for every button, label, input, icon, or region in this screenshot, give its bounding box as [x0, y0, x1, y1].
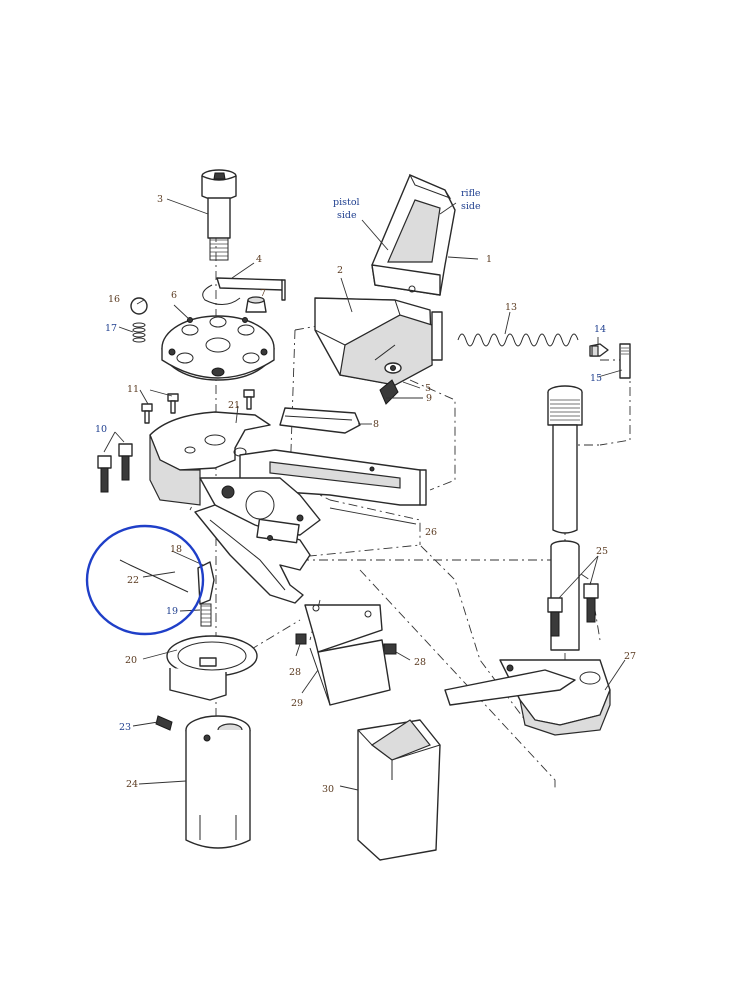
label-1: 1 [486, 254, 492, 265]
part-14-pin [589, 343, 609, 357]
part-5-set-screw [384, 362, 402, 374]
annotation-pistol-side: side [337, 210, 357, 221]
part-7-cap [245, 296, 267, 313]
label-8: 8 [373, 419, 379, 430]
label-25: 25 [596, 546, 608, 557]
part-3-shoulder-bolt [201, 169, 237, 261]
label-28-left: 28 [289, 667, 301, 678]
label-15: 15 [590, 373, 602, 384]
label-17: 17 [105, 323, 117, 334]
part-13-spring [457, 333, 579, 347]
part-24-bushing [185, 715, 251, 849]
part-22-spring-rod [119, 559, 189, 593]
leader-lines [103, 198, 626, 791]
part-2-slide-block [314, 297, 443, 386]
label-29: 29 [291, 698, 303, 709]
part-10-cap-screws [97, 443, 133, 493]
label-5: 5 [425, 383, 431, 394]
part-19-spring [200, 603, 212, 627]
label-23: 23 [119, 722, 131, 733]
part-labels: 1 2 3 4 5 6 7 8 9 10 11 13 14 15 16 17 1… [95, 188, 636, 795]
part-6-shell-plate [161, 315, 275, 381]
label-30: 30 [322, 784, 334, 795]
label-10: 10 [95, 424, 107, 435]
part-4-hex-key [202, 277, 286, 305]
label-27: 27 [624, 651, 636, 662]
highlight-circle-part-22 [85, 524, 205, 636]
label-24: 24 [126, 779, 138, 790]
label-18: 18 [170, 544, 182, 555]
part-30-bin [357, 719, 441, 861]
part-27-lever [444, 659, 611, 736]
part-9-screw [379, 379, 399, 405]
part-16-ball [130, 297, 148, 315]
annotation-rifle: rifle [461, 188, 481, 199]
part-21-subplate [149, 411, 271, 506]
label-20: 20 [125, 655, 137, 666]
part-25-cap-screws [547, 583, 599, 637]
part-8-slot-key [279, 407, 361, 434]
label-7: 7 [260, 288, 266, 299]
annotation-rifle-side: side [461, 201, 481, 212]
part-15-rod [619, 343, 631, 379]
part-1-frame [371, 174, 456, 296]
label-9: 9 [426, 393, 432, 404]
label-14: 14 [594, 324, 606, 335]
part-26-main-base [199, 449, 427, 536]
part-23-set-screw [155, 715, 173, 731]
label-28-right: 28 [414, 657, 426, 668]
part-29-chute [304, 604, 391, 706]
label-26: 26 [425, 527, 437, 538]
label-11: 11 [127, 384, 139, 395]
annotation-pistol: pistol [333, 197, 360, 208]
label-21: 21 [228, 400, 240, 411]
label-2: 2 [337, 265, 343, 276]
label-22: 22 [127, 575, 139, 586]
part-20-collar [166, 635, 258, 701]
label-3: 3 [157, 194, 163, 205]
primer-arm [194, 504, 311, 604]
label-16: 16 [108, 294, 120, 305]
label-19: 19 [166, 606, 178, 617]
label-13: 13 [505, 302, 517, 313]
label-6: 6 [171, 290, 177, 301]
part-11-screws [141, 389, 255, 424]
part-17-spring [132, 322, 146, 343]
label-4: 4 [256, 254, 262, 265]
